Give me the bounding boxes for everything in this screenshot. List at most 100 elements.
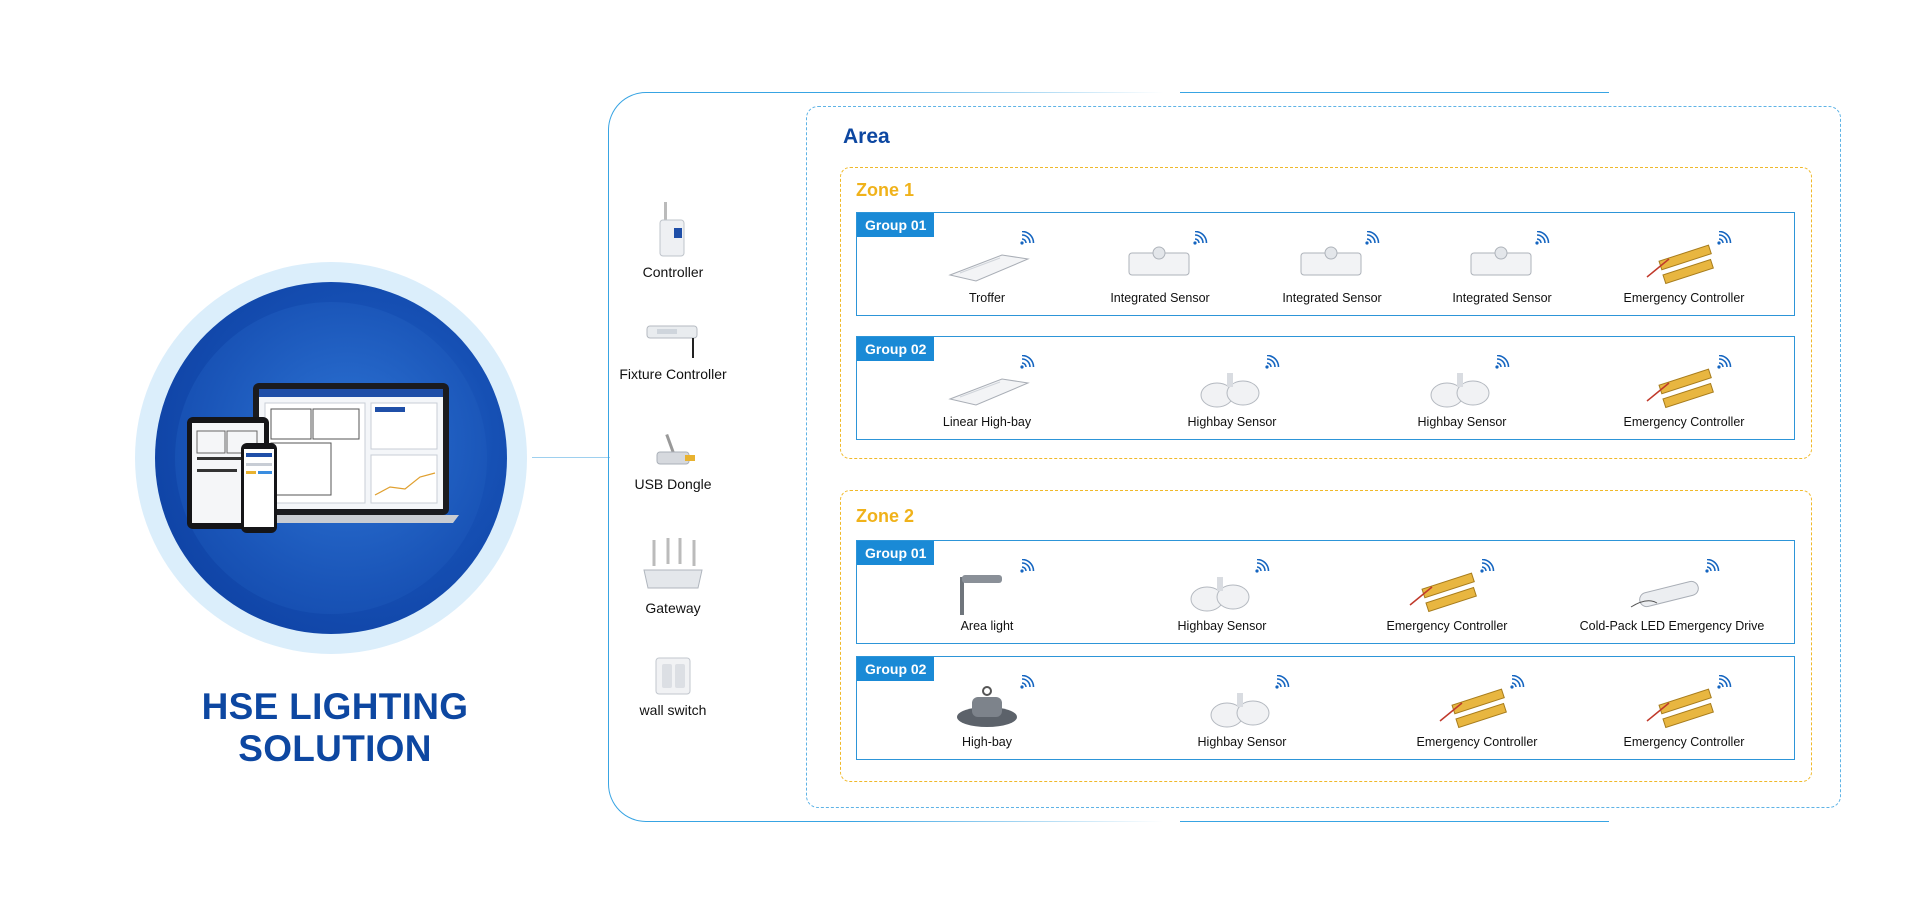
wireless-icon <box>1510 675 1525 689</box>
area-title: Area <box>843 125 890 148</box>
product-item: Emergency Controller <box>1352 547 1542 641</box>
product-label: Linear High-bay <box>942 415 1032 429</box>
product-label: Emergency Controller <box>1416 735 1538 749</box>
group-tag: Group 01 <box>857 541 935 565</box>
product-label: Integrated Sensor <box>1452 291 1552 305</box>
wireless-icon <box>1717 231 1732 245</box>
app-devices-illustration <box>187 383 459 533</box>
device-label: USB Dongle <box>634 476 712 492</box>
controller-icon <box>659 202 685 257</box>
zone1-group-01: Group 01 Troffer Integrated Sensor Integra… <box>856 212 1795 316</box>
emergency-controller-icon <box>1439 688 1507 729</box>
linear-high-bay-icon <box>948 378 1030 406</box>
wireless-icon <box>1717 355 1732 369</box>
device-label: Gateway <box>645 600 701 616</box>
wireless-icon <box>1480 559 1495 573</box>
hero-circle <box>155 282 507 634</box>
wireless-icon <box>1535 231 1550 245</box>
product-item: Highbay Sensor <box>1137 343 1327 437</box>
product-label: Highbay Sensor <box>1417 415 1507 429</box>
product-item: Integrated Sensor <box>1065 219 1255 313</box>
product-label: Cold-Pack LED Emergency Drive <box>1579 619 1765 633</box>
emergency-controller-icon <box>1409 572 1477 613</box>
wireless-icon <box>1365 231 1380 245</box>
product-item: Cold-Pack LED Emergency Drive <box>1577 547 1767 641</box>
highbay-sensor-icon <box>1430 373 1490 408</box>
troffer-icon <box>948 254 1030 282</box>
product-label: Emergency Controller <box>1386 619 1508 633</box>
device-gateway: Gateway <box>603 536 743 616</box>
cold-pack-led-emergency-drive-icon <box>1630 580 1699 608</box>
zone-title: Zone 1 <box>856 180 915 200</box>
product-item: Integrated Sensor <box>1407 219 1597 313</box>
gateway-icon <box>643 538 703 589</box>
wireless-icon <box>1717 675 1732 689</box>
product-label: Emergency Controller <box>1623 415 1745 429</box>
emergency-controller-icon <box>1646 244 1714 285</box>
product-label: Integrated Sensor <box>1282 291 1382 305</box>
product-label: High-bay <box>961 735 1013 749</box>
product-label: Highbay Sensor <box>1177 619 1267 633</box>
fixture-controller-icon <box>646 325 698 358</box>
wireless-icon <box>1275 675 1290 689</box>
product-item: Highbay Sensor <box>1367 343 1557 437</box>
zone2-group-02: Group 02 High-bay Highbay Sensor Emergency… <box>856 656 1795 760</box>
zone2-group-01: Group 01 Area light Highbay Sensor Emergen… <box>856 540 1795 644</box>
product-label: Emergency Controller <box>1623 291 1745 305</box>
connector-line <box>532 457 610 458</box>
device-label: Fixture Controller <box>619 366 727 382</box>
highbay-sensor-icon <box>1200 373 1260 408</box>
integrated-sensor-icon <box>1300 246 1362 276</box>
area-box <box>806 106 1841 808</box>
highbay-sensor-icon <box>1210 693 1270 728</box>
wireless-icon <box>1020 559 1035 573</box>
product-item: Emergency Controller <box>1589 663 1779 757</box>
group-tag: Group 02 <box>857 657 935 681</box>
product-item: High-bay <box>892 663 1082 757</box>
product-label: Troffer <box>968 291 1006 305</box>
product-label: Integrated Sensor <box>1110 291 1210 305</box>
product-item: Integrated Sensor <box>1237 219 1427 313</box>
integrated-sensor-icon <box>1128 246 1190 276</box>
emergency-controller-icon <box>1646 368 1714 409</box>
device-wall-switch: wall switch <box>603 656 743 718</box>
zone-title: Zone 2 <box>856 506 915 526</box>
group-tag: Group 02 <box>857 337 935 361</box>
wireless-icon <box>1255 559 1270 573</box>
wireless-icon <box>1193 231 1208 245</box>
product-item: Emergency Controller <box>1382 663 1572 757</box>
group-tag: Group 01 <box>857 213 935 237</box>
device-label: Controller <box>642 264 704 280</box>
wall-switch-icon <box>655 657 691 695</box>
product-item: Area light <box>892 547 1082 641</box>
device-usb-dongle: USB Dongle <box>603 430 743 492</box>
product-item: Linear High-bay <box>892 343 1082 437</box>
highbay-sensor-icon <box>1190 577 1250 612</box>
zone1-group-02: Group 02 Linear High-bay Highbay Sensor Hi… <box>856 336 1795 440</box>
product-item: Troffer <box>892 219 1082 313</box>
area-light-icon <box>960 575 1002 615</box>
product-label: Area light <box>960 619 1014 633</box>
device-label: wall switch <box>639 702 707 718</box>
product-item: Emergency Controller <box>1589 219 1779 313</box>
high-bay-icon <box>957 686 1017 727</box>
zone-1 <box>840 167 1812 459</box>
wireless-icon <box>1705 559 1720 573</box>
product-label: Highbay Sensor <box>1187 415 1277 429</box>
usb-dongle-icon <box>656 433 695 465</box>
device-controller: Controller <box>603 200 743 280</box>
product-item: Emergency Controller <box>1589 343 1779 437</box>
emergency-controller-icon <box>1646 688 1714 729</box>
product-item: Highbay Sensor <box>1127 547 1317 641</box>
integrated-sensor-icon <box>1470 246 1532 276</box>
wireless-icon <box>1020 231 1035 245</box>
device-fixture-controller: Fixture Controller <box>603 320 743 382</box>
product-label: Highbay Sensor <box>1197 735 1287 749</box>
wireless-icon <box>1020 675 1035 689</box>
wireless-icon <box>1265 355 1280 369</box>
product-item: Highbay Sensor <box>1147 663 1337 757</box>
product-label: Emergency Controller <box>1623 735 1745 749</box>
wireless-icon <box>1495 355 1510 369</box>
wireless-icon <box>1020 355 1035 369</box>
zone-2 <box>840 490 1812 782</box>
